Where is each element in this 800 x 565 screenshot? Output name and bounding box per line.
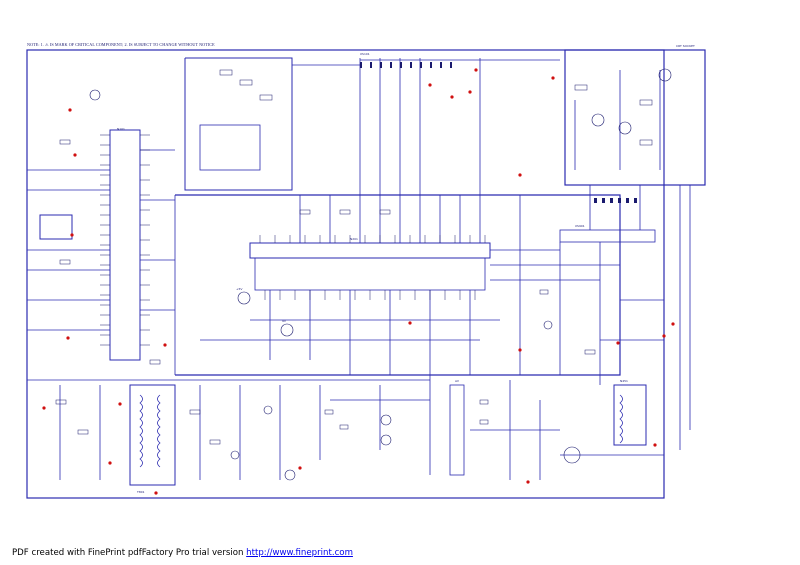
critical-marker	[73, 153, 77, 157]
transistor-symbol	[380, 434, 392, 446]
transistor-symbol	[543, 320, 553, 330]
right-ic-connector	[559, 229, 656, 243]
transistor-symbol	[284, 469, 296, 481]
svg-text:9V: 9V	[282, 319, 287, 323]
svg-text:N101: N101	[117, 127, 125, 131]
critical-marker	[450, 95, 454, 99]
critical-marker	[298, 466, 302, 470]
svg-text:T801: T801	[136, 490, 145, 494]
svg-text:AV: AV	[455, 379, 460, 383]
schematic-note: NOTE: 1. ⚠ IS MARK OF CRITICAL COMPONENT…	[27, 42, 215, 47]
svg-text:XS101: XS101	[360, 52, 370, 56]
transistor-symbol	[89, 89, 101, 101]
footer-text: PDF created with FinePrint pdfFactory Pr…	[12, 548, 247, 558]
transistor-symbol	[230, 450, 240, 460]
critical-marker	[662, 334, 666, 338]
transistor-symbol	[658, 68, 672, 82]
svg-text:XS901: XS901	[575, 224, 585, 228]
transistor-symbol	[591, 113, 605, 127]
deflection-ic	[613, 384, 647, 446]
critical-marker	[468, 90, 472, 94]
critical-marker	[616, 341, 620, 345]
crt-board-outline	[564, 49, 706, 186]
transistor-symbol	[618, 121, 632, 135]
critical-marker	[518, 173, 522, 177]
critical-marker	[108, 461, 112, 465]
critical-marker	[428, 83, 432, 87]
critical-marker	[671, 322, 675, 326]
schematic-frame	[26, 49, 665, 499]
critical-marker	[526, 480, 530, 484]
transistor-symbol	[280, 323, 294, 337]
critical-marker	[163, 343, 167, 347]
main-ic-outline	[249, 242, 491, 259]
critical-marker	[518, 348, 522, 352]
eeprom-chip	[39, 214, 73, 240]
top-center-block-outline	[184, 57, 293, 191]
svg-text:N201: N201	[350, 237, 358, 241]
pdf-footer: PDF created with FinePrint pdfFactory Pr…	[12, 548, 353, 558]
critical-marker	[154, 491, 158, 495]
critical-marker	[551, 76, 555, 80]
critical-marker	[70, 233, 74, 237]
critical-marker	[653, 443, 657, 447]
svg-text:+5V: +5V	[236, 287, 243, 291]
tuner-subblock	[199, 124, 261, 171]
left-ic-outline	[109, 129, 141, 361]
transistor-symbol	[237, 291, 251, 305]
critical-marker	[474, 68, 478, 72]
critical-marker	[42, 406, 46, 410]
critical-marker	[408, 321, 412, 325]
transistor-symbol	[263, 405, 273, 415]
svg-text:CRT SOCKET: CRT SOCKET	[676, 44, 695, 48]
critical-marker	[66, 336, 70, 340]
transistor-symbol	[563, 446, 581, 464]
transistor-symbol	[380, 414, 392, 426]
power-transformer	[129, 384, 176, 486]
fineprint-link[interactable]: http://www.fineprint.com	[246, 548, 353, 558]
main-bus-border	[175, 194, 621, 376]
critical-marker	[118, 402, 122, 406]
av-connector-strip	[449, 384, 465, 476]
svg-text:N451: N451	[620, 379, 628, 383]
critical-marker	[68, 108, 72, 112]
